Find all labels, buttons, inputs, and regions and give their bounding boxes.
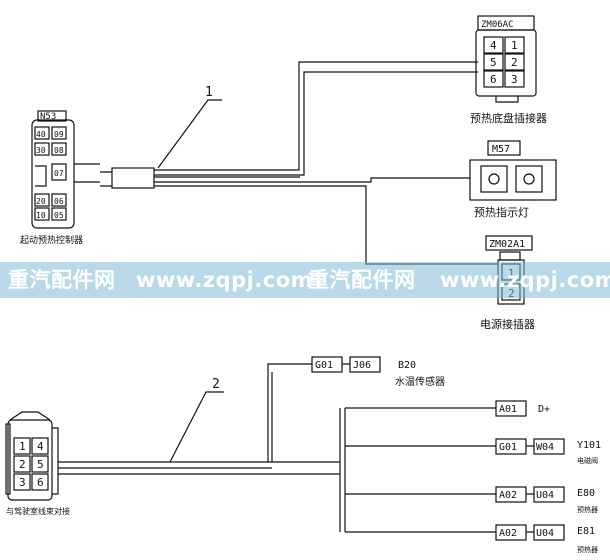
watermark-text: www.zqpj.com: [440, 268, 610, 292]
zm06ac-pin: 5: [490, 56, 497, 69]
branch-name: 电磁阀: [577, 456, 598, 465]
controller-pin: 30: [36, 146, 46, 155]
watermark-band: [0, 262, 610, 298]
branch-name: 预热器: [577, 505, 598, 514]
controller-n53: [31, 110, 100, 229]
branch-from: A02: [499, 528, 517, 539]
branch-code: E81: [577, 526, 595, 537]
zm02a1-label: 电源接插器: [480, 317, 535, 331]
controller-code: N53: [40, 112, 56, 122]
controller-pin: 20: [36, 197, 46, 206]
branch-to: J06: [353, 360, 371, 371]
branch-boxes: [311, 356, 565, 541]
left-connector-pin: 2: [19, 458, 26, 471]
zm06ac-label: 预热底盘插接器: [470, 111, 547, 125]
harness-2-number: 2: [212, 377, 220, 392]
harness-1-wiring: [100, 61, 498, 265]
zm06ac-code: ZM06AC: [481, 20, 514, 30]
branch-from: G01: [499, 442, 517, 453]
m57-label: 预热指示灯: [474, 205, 529, 219]
left-connector-pin: 6: [37, 476, 44, 489]
branch-code: B20: [398, 360, 416, 371]
zm06ac-pin: 3: [511, 73, 518, 86]
watermark-text: www.zqpj.com: [136, 268, 314, 292]
zm06ac-pin: 2: [511, 56, 518, 69]
connector-zm06ac: [475, 15, 537, 103]
controller-pin: 07: [54, 169, 64, 178]
m57-code: M57: [492, 144, 510, 155]
zm06ac-pin: 1: [511, 39, 518, 52]
branch-code: Y101: [577, 440, 601, 451]
controller-pin: 08: [54, 146, 64, 155]
controller-pin: 05: [54, 211, 64, 220]
branch-code: D+: [538, 404, 550, 415]
left-connector-pin: 5: [37, 458, 44, 471]
watermark: 重汽配件网 www.zqpj.com 重汽配件网 www.zqpj.com: [0, 262, 610, 298]
branch-code: E80: [577, 488, 595, 499]
branch-from: G01: [315, 360, 333, 371]
watermark-text: 重汽配件网: [8, 268, 116, 292]
controller-pin: 10: [36, 211, 46, 220]
branch-name: 水温传感器: [395, 375, 445, 388]
left-connector-pin: 1: [19, 440, 26, 453]
harness-2-wiring: [58, 363, 496, 533]
controller-label: 起动预热控制器: [20, 234, 83, 246]
branch-to: W04: [536, 442, 554, 453]
branch-to: U04: [536, 490, 554, 501]
left-connector: [5, 411, 59, 501]
controller-pin: 09: [54, 130, 64, 139]
indicator-m57: [469, 140, 557, 201]
watermark-text: 重汽配件网: [308, 268, 416, 292]
left-connector-pin: 4: [37, 440, 44, 453]
zm06ac-pin: 4: [490, 39, 497, 52]
branch-from: A02: [499, 490, 517, 501]
branch-name: 预热器: [577, 545, 598, 554]
controller-pin: 06: [54, 197, 64, 206]
branch-to: U04: [536, 528, 554, 539]
left-connector-pin: 3: [19, 476, 26, 489]
branch-from: A01: [499, 404, 517, 415]
controller-pin: 40: [36, 130, 46, 139]
left-connector-label: 与驾驶室线束对接: [6, 506, 70, 516]
zm06ac-pin: 6: [490, 73, 497, 86]
zm02a1-code: ZM02A1: [489, 239, 525, 250]
harness-1-number: 1: [205, 85, 213, 100]
